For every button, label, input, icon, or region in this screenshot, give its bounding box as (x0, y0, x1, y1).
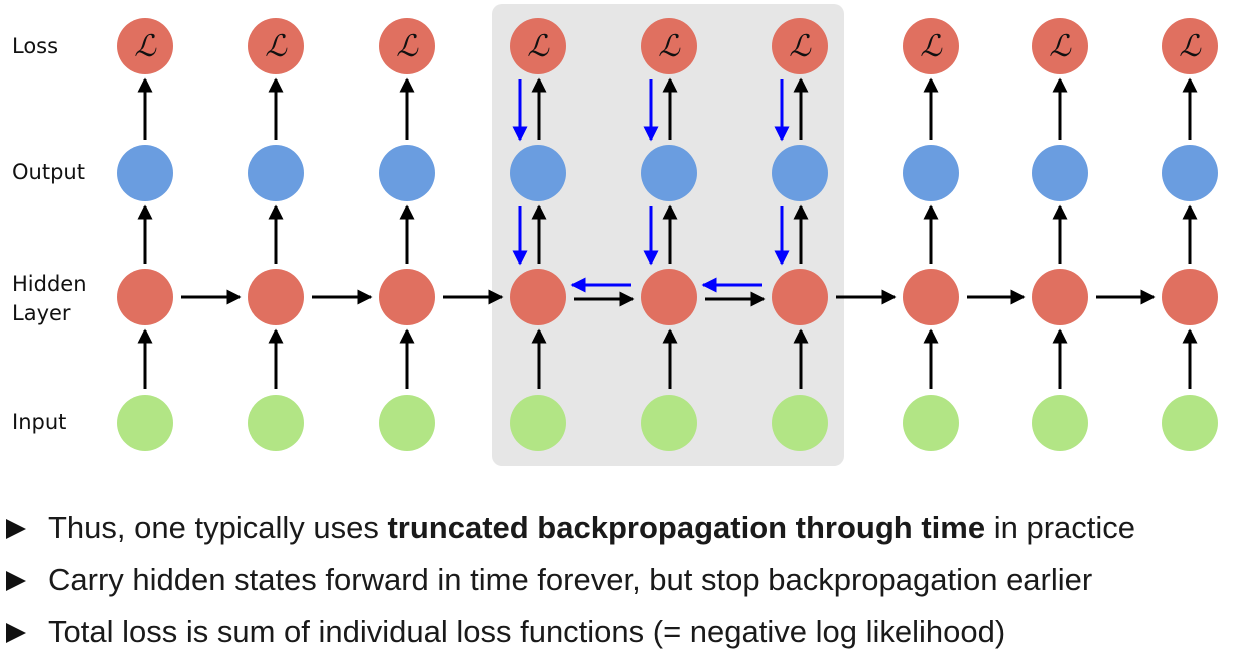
loss-symbol: ℒ (920, 29, 943, 64)
loss-symbol: ℒ (1179, 29, 1202, 64)
loss-node (1162, 18, 1218, 74)
output-node (1162, 145, 1218, 201)
truncation-window (492, 4, 844, 466)
bullet-item: Carry hidden states forward in time fore… (0, 554, 1245, 606)
hidden-node (903, 269, 959, 325)
hidden-node (772, 269, 828, 325)
row-label-loss: Loss (12, 34, 58, 58)
bullet-list: Thus, one typically uses truncated backp… (0, 502, 1245, 658)
input-node (641, 395, 697, 451)
output-node (510, 145, 566, 201)
hidden-node (1032, 269, 1088, 325)
input-node (248, 395, 304, 451)
rnn-unrolled-diagram: ℒ ℒ ℒ ℒ ℒ ℒ ℒ ℒ ℒ Loss Output Hidden Layer Input (12, 4, 1218, 466)
row-label-input: Input (12, 410, 66, 434)
output-node (379, 145, 435, 201)
bullet-text-end: in practice (985, 510, 1136, 545)
triangle-bullet-icon (6, 519, 26, 539)
triangle-bullet-icon (6, 571, 26, 591)
loss-symbol: ℒ (789, 29, 812, 64)
output-node (1032, 145, 1088, 201)
loss-symbol: ℒ (396, 29, 419, 64)
loss-node (1032, 18, 1088, 74)
loss-node (510, 18, 566, 74)
loss-symbol: ℒ (134, 29, 157, 64)
loss-node (772, 18, 828, 74)
output-node (248, 145, 304, 201)
triangle-bullet-icon (6, 623, 26, 643)
loss-node (903, 18, 959, 74)
input-node (510, 395, 566, 451)
hidden-node (379, 269, 435, 325)
input-node (1032, 395, 1088, 451)
bullet-item: Total loss is sum of individual loss fun… (0, 606, 1245, 658)
row-label-hidden: Hidden (12, 272, 87, 296)
hidden-node (248, 269, 304, 325)
output-node (903, 145, 959, 201)
loss-node (117, 18, 173, 74)
loss-symbol: ℒ (658, 29, 681, 64)
row-label-layer: Layer (12, 301, 71, 325)
input-node (379, 395, 435, 451)
input-node (117, 395, 173, 451)
hidden-node (510, 269, 566, 325)
loss-node (379, 18, 435, 74)
hidden-node (1162, 269, 1218, 325)
loss-node (248, 18, 304, 74)
bullet-bold-text: truncated backpropagation through time (387, 510, 986, 545)
loss-symbol: ℒ (265, 29, 288, 64)
bullet-text: Total loss is sum of individual loss fun… (48, 614, 1006, 649)
loss-symbol: ℒ (527, 29, 550, 64)
loss-node (641, 18, 697, 74)
output-node (117, 145, 173, 201)
input-node (1162, 395, 1218, 451)
row-label-output: Output (12, 160, 85, 184)
hidden-node (641, 269, 697, 325)
loss-symbol: ℒ (1049, 29, 1072, 64)
bullet-text: Carry hidden states forward in time fore… (48, 562, 1093, 597)
bullet-item: Thus, one typically uses truncated backp… (0, 502, 1245, 554)
arrow-layer (137, 77, 1198, 389)
bullet-text: Thus, one typically uses (48, 510, 388, 545)
output-node (772, 145, 828, 201)
input-node (772, 395, 828, 451)
output-node (641, 145, 697, 201)
input-node (903, 395, 959, 451)
hidden-node (117, 269, 173, 325)
